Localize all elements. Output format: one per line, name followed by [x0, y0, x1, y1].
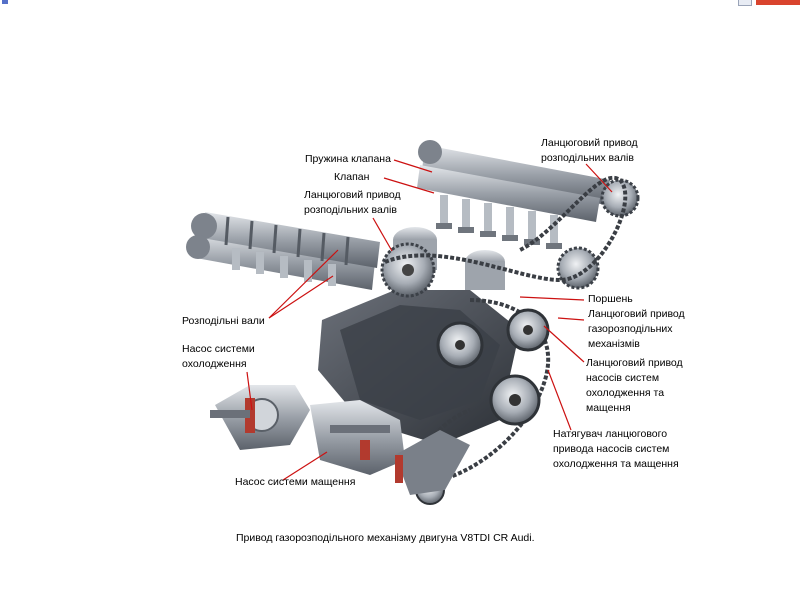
right-camshafts [417, 140, 610, 249]
label-cam-chain-left-line1: Ланцюговий привод [304, 189, 401, 201]
label-camshafts: Розподільні вали [182, 315, 265, 327]
corner-mark [2, 0, 8, 4]
left-camshafts [186, 212, 380, 290]
label-valve-spring: Пружина клапана [305, 153, 391, 165]
label-timing-chain-line3: механізмів [588, 338, 640, 350]
label-pumps-chain-line2: насосів систем [586, 372, 660, 384]
label-tensioner-line3: охолодження та мащення [553, 458, 679, 470]
oil-pump [310, 400, 470, 495]
label-pumps-chain: Ланцюговий привод насосів систем охолодж… [586, 356, 683, 416]
label-coolant-pump-line2: охолодження [182, 358, 247, 370]
label-coolant-pump: Насос системи охолодження [182, 342, 255, 372]
label-cam-chain-left: Ланцюговий привод розподільних валів [304, 188, 401, 218]
figure-caption: Привод газорозподільного механізму двигу… [236, 532, 535, 544]
minimize-button[interactable] [738, 0, 752, 6]
label-valve: Клапан [334, 171, 370, 183]
label-cam-chain-right: Ланцюговий привод розподільних валів [541, 136, 638, 166]
label-tensioner-line1: Натягувач ланцюгового [553, 428, 668, 440]
label-coolant-pump-line1: Насос системи [182, 343, 255, 355]
label-tensioner-line2: привода насосів систем [553, 443, 670, 455]
label-timing-chain-line1: Ланцюговий привод [588, 308, 685, 320]
label-pumps-chain-line4: мащення [586, 402, 631, 414]
label-cam-chain-left-line2: розподільних валів [304, 204, 397, 216]
label-oil-pump: Насос системи мащення [235, 476, 356, 488]
label-cam-chain-right-line2: розподільних валів [541, 152, 634, 164]
label-timing-chain-line2: газорозподільних [588, 323, 673, 335]
coolant-pump [210, 385, 310, 450]
close-button[interactable] [756, 0, 800, 5]
label-pumps-chain-line3: охолодження та [586, 387, 665, 399]
label-piston: Поршень [588, 293, 633, 305]
label-cam-chain-right-line1: Ланцюговий привод [541, 137, 638, 149]
leader-lines [246, 159, 613, 481]
label-pumps-chain-line1: Ланцюговий привод [586, 357, 683, 369]
label-tensioner: Натягувач ланцюгового привода насосів си… [553, 427, 679, 472]
label-timing-chain: Ланцюговий привод газорозподільних механ… [588, 307, 685, 352]
